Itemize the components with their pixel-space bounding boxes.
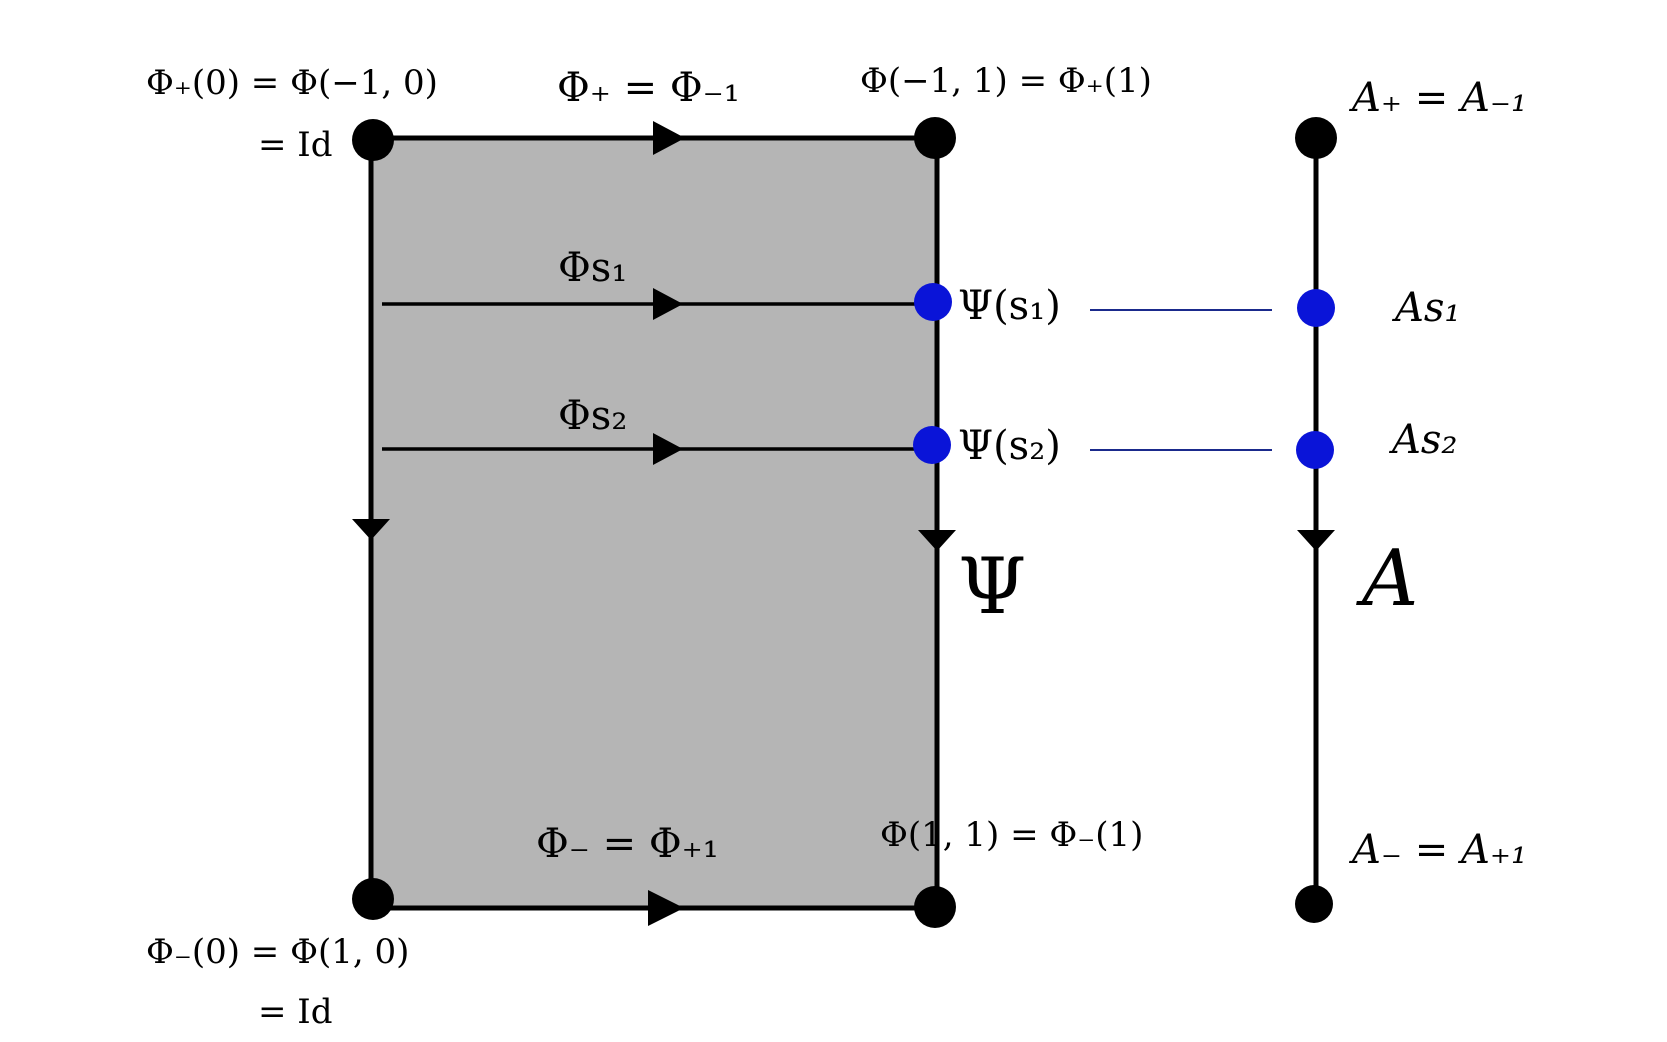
bottom-right-corner-label: Φ(1, 1) = Φ₋(1) (880, 815, 1144, 855)
node-bottom-right (914, 886, 956, 928)
node-top-right (914, 117, 956, 159)
psi-label: Ψ (958, 542, 1027, 632)
a-s1-point (1297, 289, 1335, 327)
shaded-square (373, 138, 935, 910)
a-node-bottom (1295, 885, 1333, 923)
bottom-edge-label: Φ₋ = Φ₊₁ (536, 821, 719, 867)
top-left-corner-label-line1: Φ₊(0) = Φ(−1, 0) (146, 63, 438, 103)
psi-s1-point (914, 283, 952, 321)
psi-s2-point (913, 426, 951, 464)
psi-arrow (918, 530, 956, 551)
top-right-corner-label: Φ(−1, 1) = Φ₊(1) (860, 61, 1152, 101)
path-s1-label: Φs₁ (558, 245, 628, 291)
top-edge-arrow (653, 121, 685, 155)
node-bottom-left (352, 878, 394, 920)
a-bottom-label: A₋ = A₊₁ (1352, 827, 1527, 873)
psi-s1-label: Ψ(s₁) (958, 283, 1061, 329)
a-s2-point (1296, 431, 1334, 469)
psi-s2-label: Ψ(s₂) (958, 423, 1061, 469)
path-s2-arrow (653, 433, 683, 465)
top-edge-label: Φ₊ = Φ₋₁ (557, 65, 740, 111)
a-top-label: A₊ = A₋₁ (1352, 75, 1527, 121)
bottom-edge-arrow (648, 890, 684, 926)
a-main-label: A (1362, 534, 1419, 624)
path-s2-label: Φs₂ (558, 393, 628, 439)
bottom-left-corner-label-line2: = Id (258, 992, 333, 1032)
top-left-corner-label-line2: = Id (258, 125, 333, 165)
a-node-top (1295, 117, 1337, 159)
left-edge-arrow (352, 519, 390, 540)
path-s1-arrow (653, 288, 683, 320)
bottom-left-corner-label-line1: Φ₋(0) = Φ(1, 0) (146, 932, 410, 972)
a-s2-label: As₂ (1392, 417, 1458, 463)
a-arrow (1297, 530, 1335, 551)
a-s1-label: As₁ (1395, 285, 1461, 331)
node-top-left (352, 119, 394, 161)
